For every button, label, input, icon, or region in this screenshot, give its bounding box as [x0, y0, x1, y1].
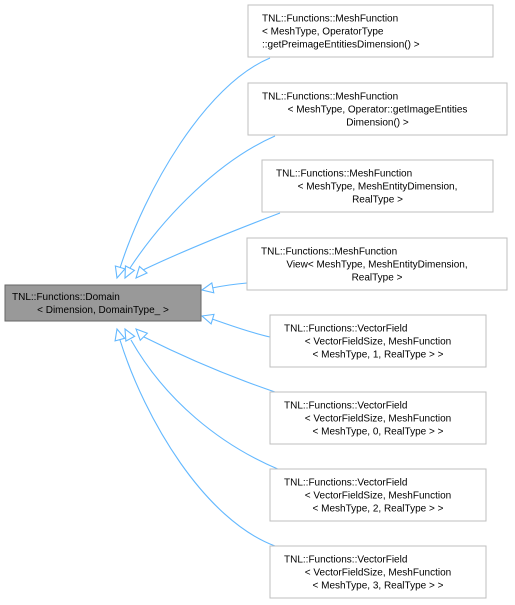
class-name-line: < VectorFieldSize, MeshFunction	[305, 568, 451, 579]
class-name-line: < MeshType, 3, RealType > >	[313, 581, 444, 592]
class-name-line: < MeshType, Operator::getImageEntities	[288, 105, 468, 116]
class-name-line: View< MeshType, MeshEntityDimension,	[286, 260, 467, 271]
derived-class-node-1[interactable]: TNL::Functions::MeshFunction< MeshType, …	[247, 4, 494, 58]
derived-class-box	[247, 4, 494, 58]
derived-class-box	[269, 545, 487, 599]
inheritance-edges	[114, 57, 281, 547]
inheritance-arrowhead	[114, 265, 126, 280]
inheritance-edge	[119, 339, 276, 547]
derived-class-node-5[interactable]: TNL::Functions::VectorField< VectorField…	[269, 314, 487, 368]
inheritance-edge	[119, 57, 271, 269]
inheritance-arrowhead	[124, 327, 136, 342]
class-name-line: < MeshType, 0, RealType > >	[313, 427, 444, 438]
derived-class-box	[247, 82, 508, 136]
derived-class-box	[269, 468, 487, 522]
class-name-line: TNL::Functions::MeshFunction	[261, 247, 397, 258]
inheritance-edge	[129, 135, 276, 269]
class-name-line: < MeshType, 2, RealType > >	[313, 504, 444, 515]
inheritance-arrowhead	[135, 328, 149, 342]
class-name-line: ::getPreimageEntitiesDimension() >	[262, 40, 420, 51]
derived-class-node-7[interactable]: TNL::Functions::VectorField< VectorField…	[269, 468, 487, 522]
derived-class-box	[269, 314, 487, 368]
inheritance-arrowhead	[114, 327, 126, 342]
class-name-line: TNL::Functions::VectorField	[284, 401, 407, 412]
derived-class-node-8[interactable]: TNL::Functions::VectorField< VectorField…	[269, 545, 487, 599]
class-name-line: TNL::Functions::VectorField	[284, 555, 407, 566]
class-name-line: < MeshType, OperatorType	[262, 27, 384, 38]
class-name-line: TNL::Functions::MeshFunction	[262, 92, 398, 103]
class-name-line: < VectorFieldSize, MeshFunction	[305, 491, 451, 502]
base-class-box	[4, 284, 202, 322]
inheritance-edge	[211, 318, 271, 338]
inheritance-arrowhead	[200, 281, 215, 294]
inheritance-edge	[130, 339, 281, 471]
inheritance-arrowhead	[135, 265, 149, 280]
base-class-node[interactable]: TNL::Functions::Domain< Dimension, Domai…	[4, 284, 202, 322]
class-name-line: < VectorFieldSize, MeshFunction	[305, 337, 451, 348]
class-name-line: TNL::Functions::Domain	[12, 292, 120, 303]
class-name-line: TNL::Functions::MeshFunction	[262, 14, 398, 25]
class-name-line: TNL::Functions::MeshFunction	[276, 169, 412, 180]
class-name-line: TNL::Functions::VectorField	[284, 324, 407, 335]
class-name-line: TNL::Functions::VectorField	[284, 478, 407, 489]
class-name-line: RealType >	[352, 195, 403, 206]
inheritance-edge	[211, 282, 248, 289]
class-name-line: < MeshType, 1, RealType > >	[313, 350, 444, 361]
inheritance-arrowhead	[200, 313, 215, 325]
class-name-line: Dimension() >	[346, 118, 409, 129]
class-name-line: < VectorFieldSize, MeshFunction	[305, 414, 451, 425]
derived-class-box	[261, 159, 494, 213]
class-name-line: < Dimension, DomainType_ >	[37, 305, 169, 316]
derived-class-node-3[interactable]: TNL::Functions::MeshFunction< MeshType, …	[261, 159, 494, 213]
inheritance-arrowhead	[124, 265, 136, 280]
class-name-line: < MeshType, MeshEntityDimension,	[298, 182, 458, 193]
derived-class-node-6[interactable]: TNL::Functions::VectorField< VectorField…	[269, 391, 487, 445]
class-nodes: TNL::Functions::Domain< Dimension, Domai…	[4, 4, 508, 599]
inheritance-edge	[143, 336, 276, 393]
derived-class-node-2[interactable]: TNL::Functions::MeshFunction< MeshType, …	[247, 82, 508, 136]
derived-class-box	[269, 391, 487, 445]
class-name-line: RealType >	[352, 273, 403, 284]
derived-class-box	[246, 237, 508, 291]
inheritance-edge	[142, 212, 281, 271]
